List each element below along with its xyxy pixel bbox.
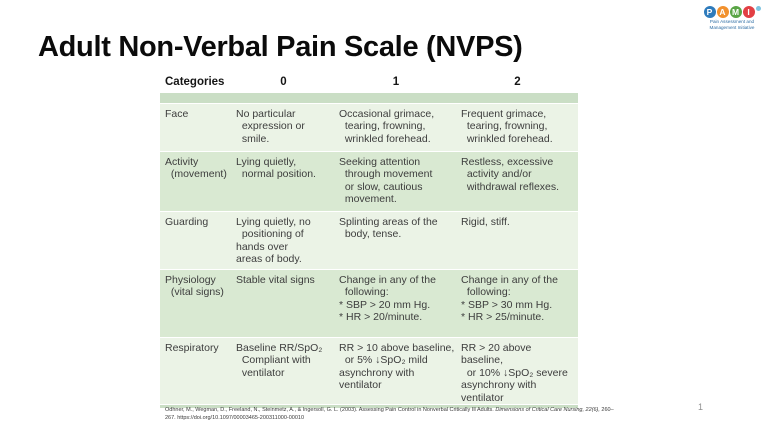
table-top-strip [160,93,578,103]
cell-physiology-0: Stable vital signs [236,274,315,286]
logo-trademark-icon [755,6,761,11]
logo-tagline: Pain Assessment and Management Initiativ… [709,19,755,31]
table-row-physiology: Physiology (vital signs) Stable vital si… [160,270,578,337]
cell-guarding-2: Rigid, stiff. [461,216,510,228]
nvps-table: Categories 0 1 2 Face No particular expr… [160,76,578,408]
cell-guarding-0: Lying quietly, no positioning of hands o… [236,216,311,266]
cell-activity-0: Lying quietly, normal position. [236,156,316,181]
pami-logo: P A M I Pain Assessment and Management I… [703,6,761,31]
table-header-row: Categories 0 1 2 [160,76,578,93]
row-category: Activity (movement) [165,156,227,181]
cell-activity-1: Seeking attention through movement or sl… [339,156,433,206]
citation-text-1: Odhner, M., Wegman, D., Freeland, N., St… [165,407,496,413]
table-row-activity: Activity (movement) Lying quietly, norma… [160,152,578,211]
header-score-2: 2 [514,76,521,88]
page-title: Adult Non-Verbal Pain Scale (NVPS) [38,31,523,63]
page-number: 1 [698,402,704,412]
cell-guarding-1: Splinting areas of the body, tense. [339,216,438,241]
header-score-0: 0 [280,76,287,88]
cell-physiology-2: Change in any of the following: * SBP > … [461,274,558,324]
cell-respiratory-2: RR > 20 above baseline, or 10% ↓SpO₂ sev… [461,342,568,404]
row-category: Physiology (vital signs) [165,274,224,299]
citation: Odhner, M., Wegman, D., Freeland, N., St… [165,406,617,423]
row-category: Respiratory [165,342,219,354]
cell-activity-2: Restless, excessive activity and/or with… [461,156,560,193]
table-bottom-strip [160,404,578,408]
table-row-respiratory: Respiratory Baseline RR/SpO₂ Compliant w… [160,338,578,404]
cell-face-2: Frequent grimace, tearing, frowning, wri… [461,108,553,145]
row-category: Face [165,108,189,120]
pami-logo-letters: P A M I [703,6,761,18]
logo-letter-a: A [716,6,729,18]
header-categories: Categories [165,76,225,88]
cell-respiratory-1: RR > 10 above baseline, or 5% ↓SpO₂ mild… [339,342,455,392]
logo-letter-i: I [742,6,755,18]
row-category: Guarding [165,216,209,228]
logo-letter-m: M [729,6,742,18]
table-row-face: Face No particular expression or smile. … [160,104,578,151]
citation-text-2: 260–267. https://doi.org/10.1097/0000346… [165,407,614,422]
cell-respiratory-0: Baseline RR/SpO₂ Compliant with ventilat… [236,342,323,379]
cell-physiology-1: Change in any of the following: * SBP > … [339,274,436,324]
logo-letter-p: P [703,6,716,18]
citation-journal: Dimensions of Critical Care Nursing, 22(… [495,407,600,413]
cell-face-0: No particular expression or smile. [236,108,305,145]
table-row-guarding: Guarding Lying quietly, no positioning o… [160,212,578,269]
cell-face-1: Occasional grimace, tearing, frowning, w… [339,108,435,145]
header-score-1: 1 [392,76,400,88]
